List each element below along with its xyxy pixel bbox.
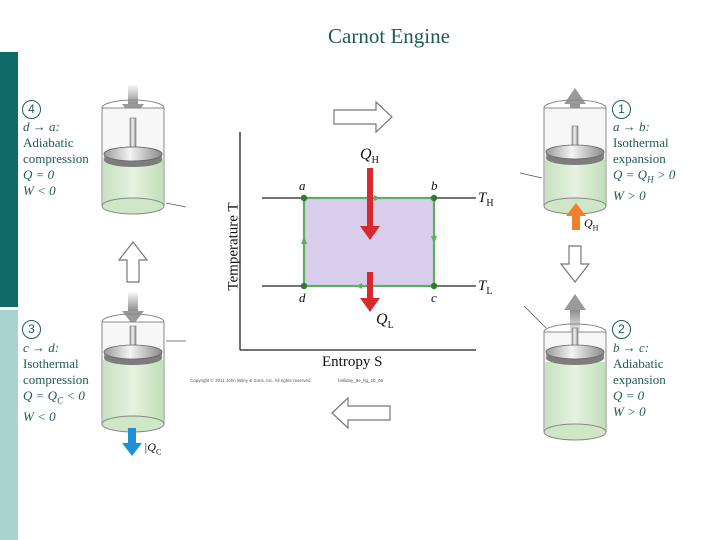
tl-label: TL [478,278,493,297]
corner-c-label: c [431,290,437,305]
step-2-text: b → c: Adiabatic expansion Q = 0 W > 0 [613,340,666,420]
hollow-arrow-down [559,245,591,283]
slide-title: Carnot Engine [328,24,450,48]
qh-arrow-head [360,226,380,240]
cylinder-hot-heat-label: QH [584,216,599,233]
point-c [430,282,438,290]
cylinder-step-2 [523,294,607,441]
step-4-badge: 4 [22,100,41,119]
step-2-kind: expansion [613,372,666,387]
step-4-work: W < 0 [23,183,56,198]
step-1-badge: 1 [612,100,631,119]
sidebar-accent-dark [0,52,18,307]
step-4-process: Adiabatic [23,135,74,150]
ql-arrow-head [360,298,380,312]
hot-heat-arrow-shaft [572,214,580,230]
point-b [430,194,438,202]
sidebar-accent-light [0,310,18,540]
step-2-badge: 2 [612,320,631,339]
step-3-work: W < 0 [23,408,56,424]
hollow-arrow-right [333,100,393,134]
cold-heat-arrow-shaft [128,428,136,444]
cylinder-step-3 [101,291,186,456]
step-4-kind: compression [23,151,89,166]
step-3-heat: Q = QC < 0 [23,388,85,406]
step-1-text: a → b: Isothermal expansion Q = QH > 0 W… [613,119,675,204]
qh-arrow-shaft [367,168,373,228]
step-1-kind: expansion [613,151,666,166]
step-3-transition: c → d: [23,340,60,355]
qh-label: QH [360,146,379,167]
cylinder-step-4 [101,84,187,215]
figure-file-id: halliday_9e_fig_20_06 [338,378,384,383]
step-4-text: d → a: Adiabatic compression Q = 0 W < 0 [23,119,89,199]
y-axis-label: Temperature T [225,202,242,291]
step-1-transition: a → b: [613,119,650,134]
step-1-work: W > 0 [613,187,646,203]
hot-heat-arrow-head [566,203,586,216]
ql-label: QL [376,311,394,332]
step-2-transition: b → c: [613,340,650,355]
cold-heat-arrow-head [122,443,142,456]
hollow-arrow-left [331,396,391,430]
step-1-heat: Q = QH > 0 [613,167,676,185]
cycle-arrow-ab [374,195,380,201]
point-d [300,282,308,290]
x-axis-label: Entropy S [322,354,383,370]
cycle-arrow-bc [431,236,437,244]
step-3-text: c → d: Isothermal compression Q = QC < 0… [23,340,89,425]
th-label: TH [478,190,494,209]
ts-diagram [239,132,476,351]
push-arrow-shaft [128,84,138,104]
step-2-heat: Q = 0 [613,388,645,403]
ql-arrow-shaft [367,272,373,300]
hollow-arrow-up [117,241,149,283]
step-3-process: Isothermal [23,356,79,371]
copyright-note: Copyright © 2011 John Wiley & Sons, Inc.… [190,378,312,383]
corner-b-label: b [431,178,438,193]
cycle-arrow-da [301,236,307,244]
step-2-work: W > 0 [613,404,646,419]
step-2-process: Adiabatic [613,356,664,371]
cylinder-step-1 [519,88,607,230]
corner-d-label: d [299,290,306,305]
step-3-badge: 3 [22,320,41,339]
step-1-process: Isothermal [613,135,669,150]
cycle-arrow-cd [356,283,362,289]
step-4-heat: Q = 0 [23,167,55,182]
corner-a-label: a [299,178,306,193]
step-4-transition: d → a: [23,119,60,134]
step-3-kind: compression [23,372,89,387]
point-a [300,194,308,202]
cylinder-cold-heat-label: |QC [144,440,162,457]
